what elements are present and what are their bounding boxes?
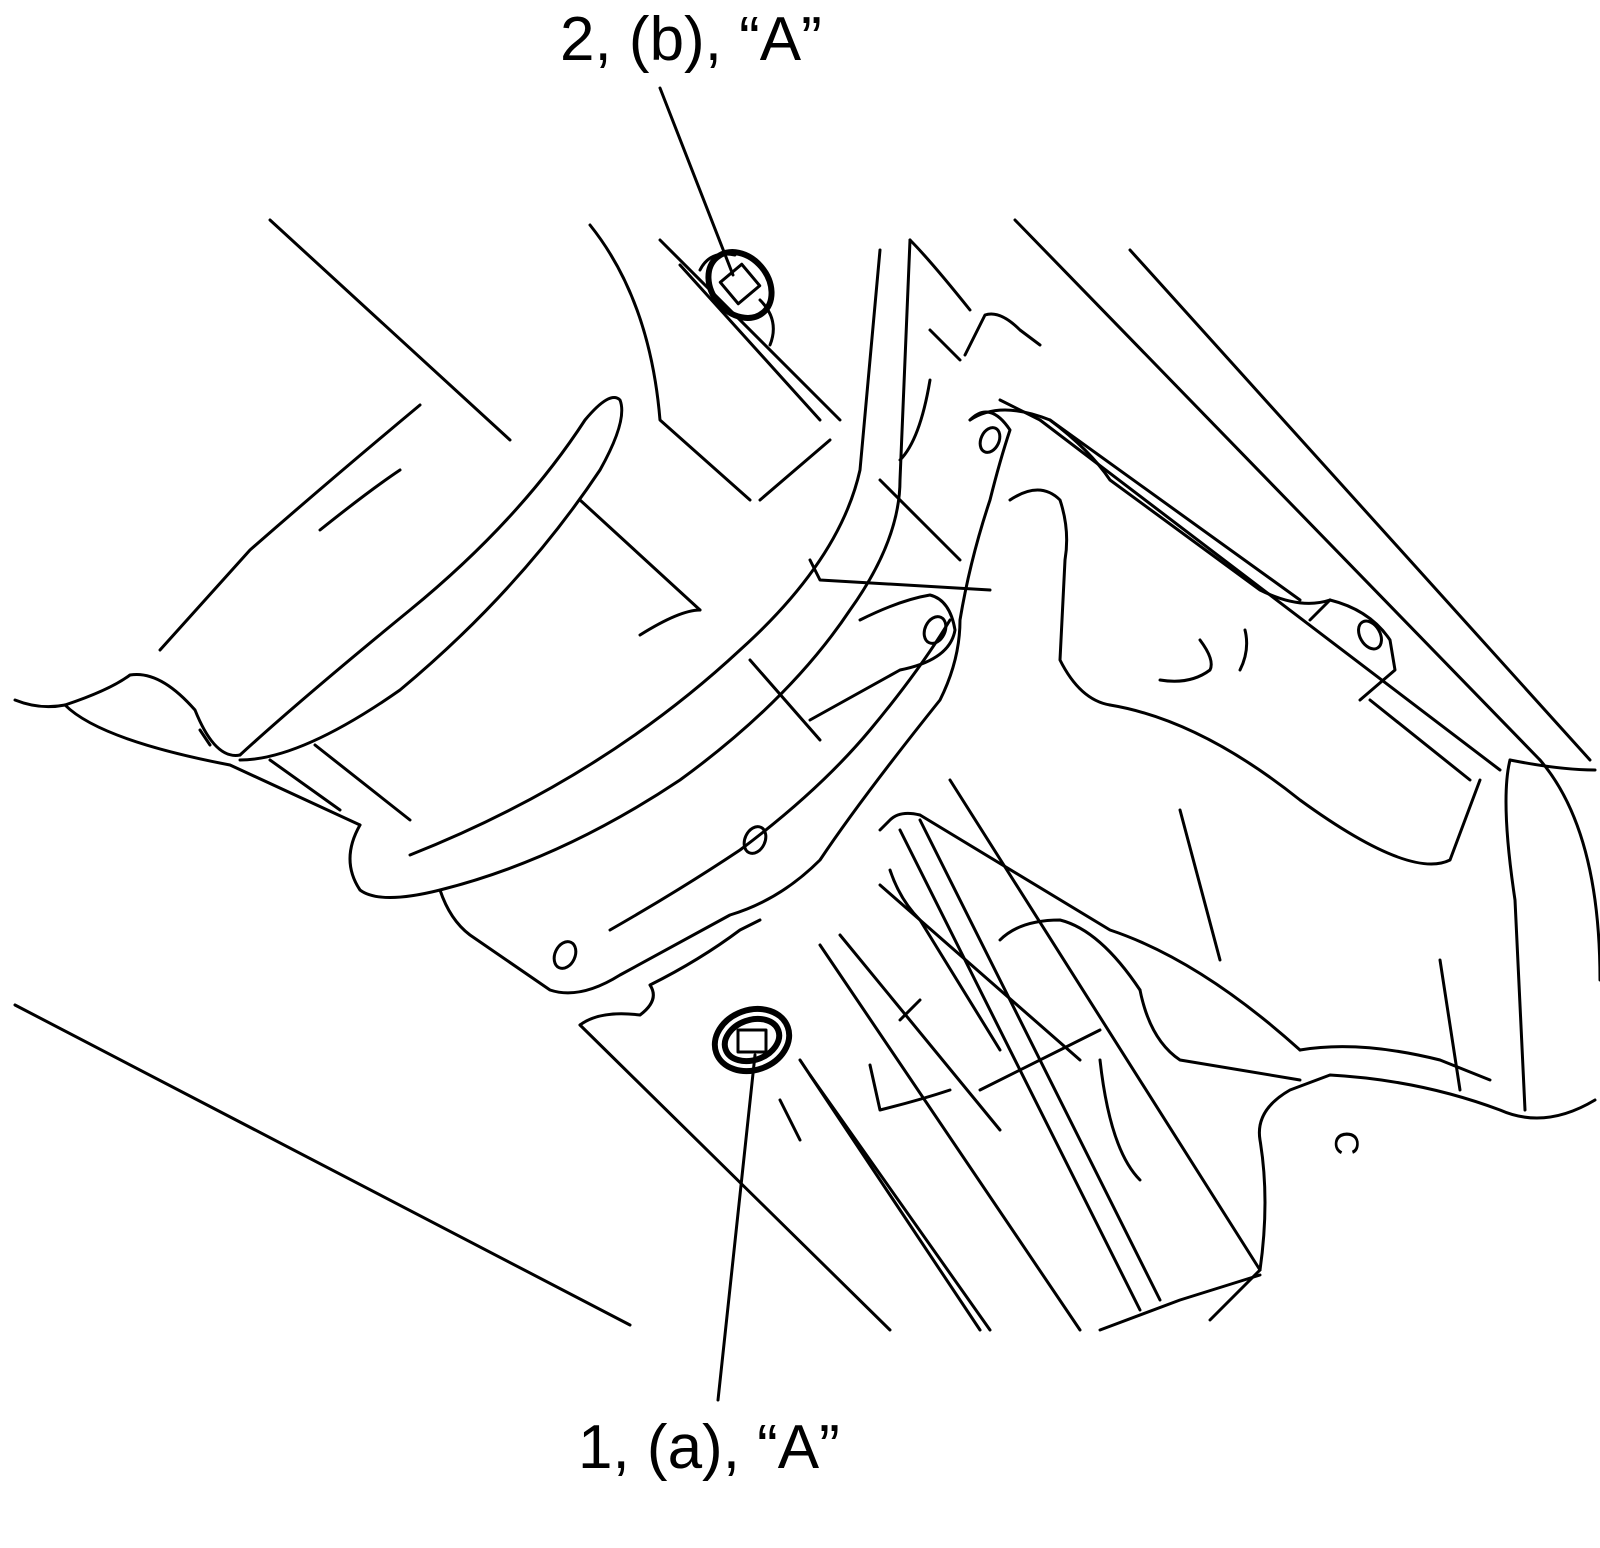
center-flange (438, 408, 1332, 995)
case-marking-c: C (1327, 1131, 1365, 1156)
callout-top-label: 2, (b), “A” (560, 5, 822, 74)
left-housing (13, 238, 912, 899)
fill-plug (698, 249, 775, 347)
leader-line-bottom (716, 1053, 757, 1402)
drain-plug (711, 1005, 793, 1075)
oil-pan (578, 811, 1597, 1332)
callout-bottom-label: 1, (a), “A” (578, 1413, 840, 1482)
right-case (808, 238, 1600, 1112)
leader-line-top (658, 86, 735, 277)
